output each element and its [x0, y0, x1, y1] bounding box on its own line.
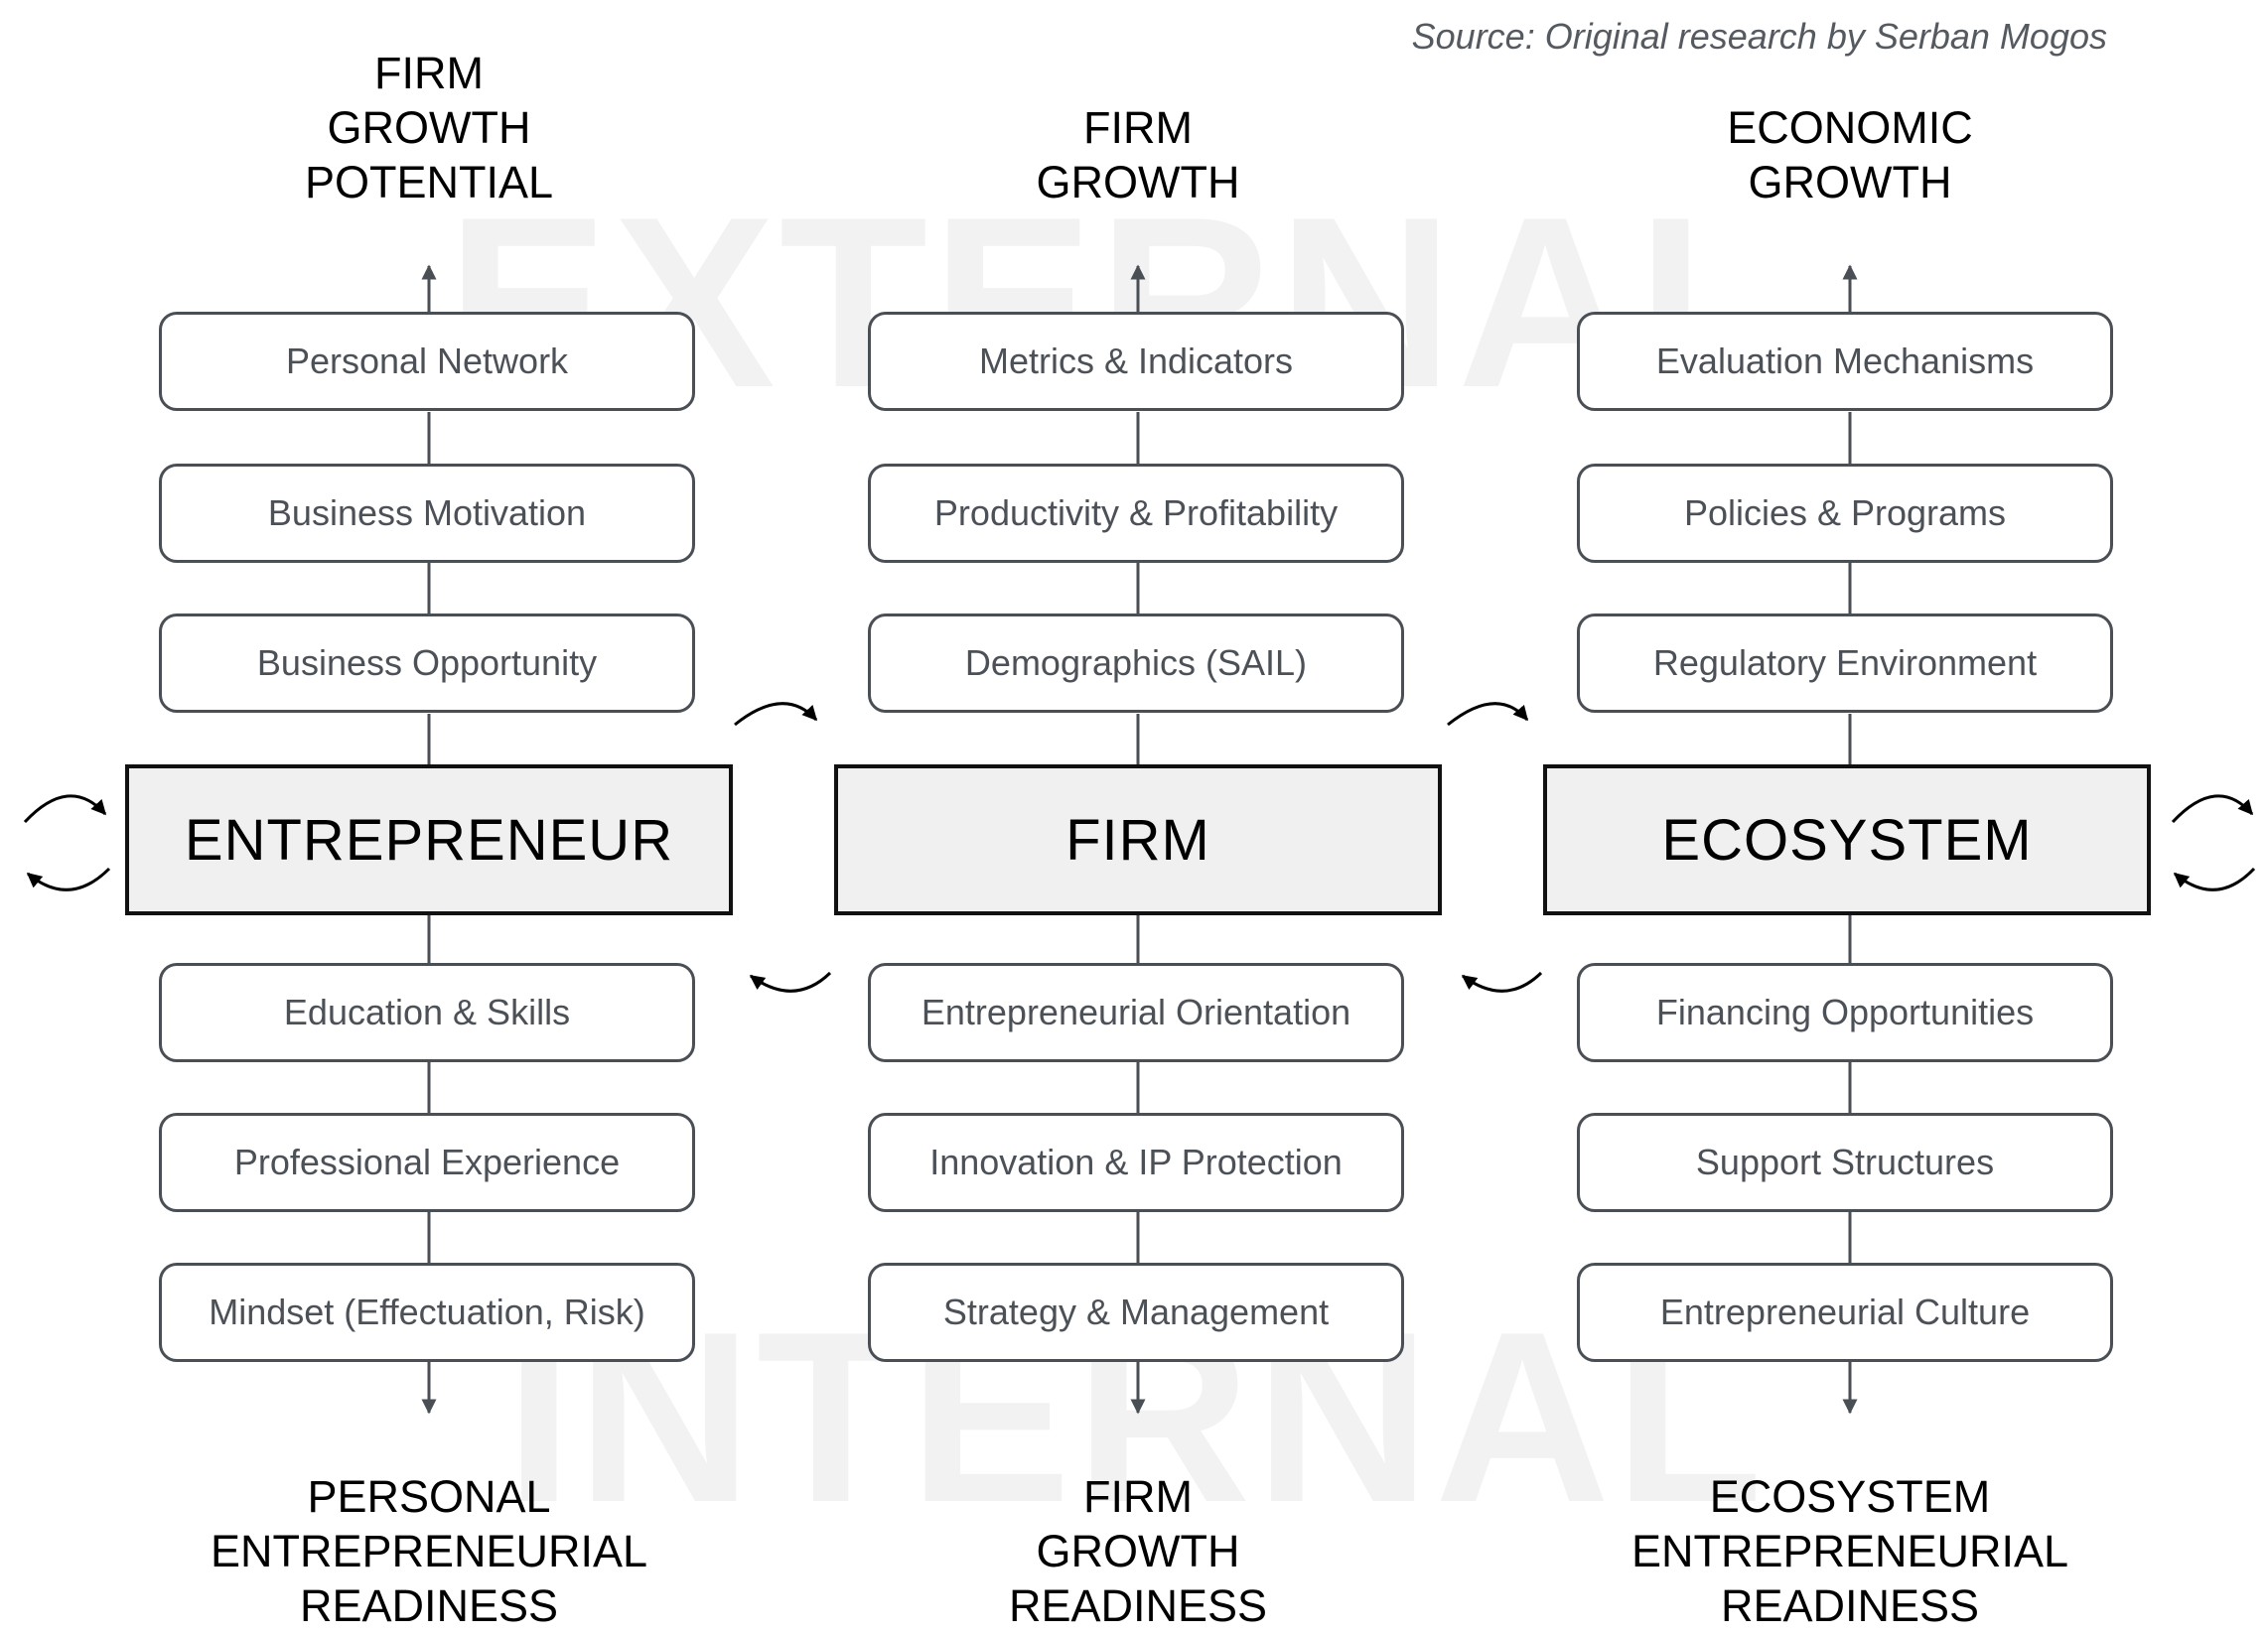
heading-line: FIRM — [1083, 102, 1193, 153]
arrow-firm-to-entrepreneur — [749, 971, 832, 993]
arrow-entrepreneur-to-firm — [734, 702, 818, 727]
heading-line: READINESS — [299, 1580, 559, 1631]
factor-education-skills: Education & Skills — [159, 963, 695, 1062]
factor-personal-network: Personal Network — [159, 312, 695, 411]
factor-business-opportunity: Business Opportunity — [159, 614, 695, 713]
factor-demographics: Demographics (SAIL) — [868, 614, 1404, 713]
factor-policies-programs: Policies & Programs — [1577, 464, 2113, 563]
heading-line: READINESS — [1720, 1580, 1980, 1631]
factor-professional-experience: Professional Experience — [159, 1113, 695, 1212]
heading-line: ENTREPRENEURIAL — [210, 1526, 648, 1576]
firm-node: FIRM — [834, 764, 1442, 915]
heading-line: FIRM — [374, 48, 484, 98]
factor-productivity-profitability: Productivity & Profitability — [868, 464, 1404, 563]
heading-line: READINESS — [1008, 1580, 1268, 1631]
heading-line: ECOSYSTEM — [1709, 1471, 1991, 1522]
factor-evaluation-mechanisms: Evaluation Mechanisms — [1577, 312, 2113, 411]
entrepreneur-top-heading: FIRM GROWTH POTENTIAL — [171, 46, 687, 209]
factor-mindset: Mindset (Effectuation, Risk) — [159, 1263, 695, 1362]
ecosystem-bottom-heading: ECOSYSTEM ENTREPRENEURIAL READINESS — [1592, 1469, 2108, 1633]
arrow-ecosystem-to-firm — [1461, 971, 1543, 993]
factor-business-motivation: Business Motivation — [159, 464, 695, 563]
heading-line: GROWTH — [327, 102, 531, 153]
loop-arrow-left-top — [23, 794, 107, 824]
entrepreneur-node: ENTREPRENEUR — [125, 764, 733, 915]
loop-arrow-right-bottom — [2173, 867, 2256, 891]
factor-innovation-ip: Innovation & IP Protection — [868, 1113, 1404, 1212]
factor-financing-opportunities: Financing Opportunities — [1577, 963, 2113, 1062]
heading-line: GROWTH — [1748, 157, 1952, 207]
source-caption: Source: Original research by Serban Mogo… — [1411, 16, 2107, 57]
firm-bottom-heading: FIRM GROWTH READINESS — [880, 1469, 1396, 1633]
heading-line: ENTREPRENEURIAL — [1630, 1526, 2069, 1576]
heading-line: FIRM — [1083, 1471, 1193, 1522]
heading-line: POTENTIAL — [304, 157, 554, 207]
ecosystem-top-heading: ECONOMIC GROWTH — [1592, 100, 2108, 209]
arrow-firm-to-ecosystem — [1447, 702, 1529, 727]
factor-entrepreneurial-orientation: Entrepreneurial Orientation — [868, 963, 1404, 1062]
entrepreneur-bottom-heading: PERSONAL ENTREPRENEURIAL READINESS — [171, 1469, 687, 1633]
heading-line: PERSONAL — [307, 1471, 551, 1522]
factor-support-structures: Support Structures — [1577, 1113, 2113, 1212]
factor-entrepreneurial-culture: Entrepreneurial Culture — [1577, 1263, 2113, 1362]
loop-arrow-left-bottom — [26, 867, 111, 891]
heading-line: GROWTH — [1036, 157, 1240, 207]
loop-arrow-right-top — [2171, 794, 2254, 824]
heading-line: ECONOMIC — [1727, 102, 1973, 153]
firm-top-heading: FIRM GROWTH — [880, 100, 1396, 209]
factor-regulatory-environment: Regulatory Environment — [1577, 614, 2113, 713]
factor-metrics-indicators: Metrics & Indicators — [868, 312, 1404, 411]
heading-line: GROWTH — [1036, 1526, 1240, 1576]
factor-strategy-management: Strategy & Management — [868, 1263, 1404, 1362]
ecosystem-node: ECOSYSTEM — [1543, 764, 2151, 915]
